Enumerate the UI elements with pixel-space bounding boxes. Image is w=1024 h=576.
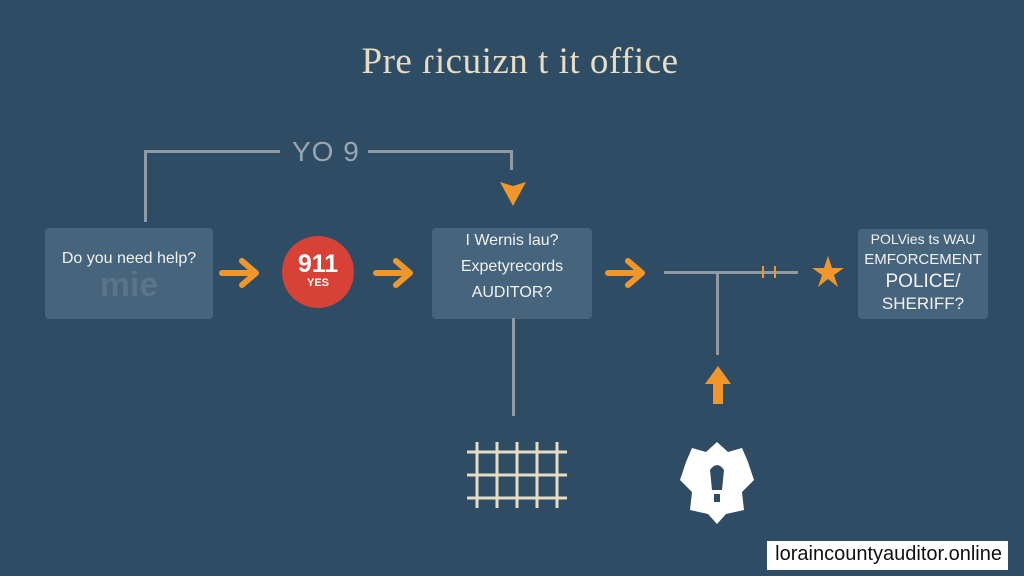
emergency-911-badge: 911 YES (282, 236, 354, 308)
law-enforcement-box: POLVies ts WAU EMFORCEMENT POLICE/ SHERI… (858, 229, 988, 319)
auditor-line2: Expetyrecords (460, 258, 564, 275)
diagram-title: Pre ɾicuizn t it office (361, 41, 679, 82)
arrow-right-icon (219, 258, 259, 288)
loop-line-right (510, 150, 513, 170)
grid-icon (467, 442, 567, 508)
enforcement-line3: POLICE/ (885, 271, 961, 292)
loop-line-left (144, 150, 147, 222)
branch-line (664, 271, 798, 274)
auditor-box: I Wernis lau? Expetyrecords AUDITOR? (432, 228, 592, 319)
loop-label: YO 9 (292, 136, 360, 167)
shield-icon (680, 442, 754, 524)
emergency-label: YES (306, 277, 329, 289)
branch-down-line (716, 271, 719, 355)
enforcement-line4: SHERIFF? (881, 294, 965, 313)
loop-line-top-right (368, 150, 512, 153)
arrow-down-icon (500, 182, 526, 206)
auditor-line3: AUDITOR? (471, 284, 553, 301)
start-box: Do you need help? mie (45, 228, 213, 319)
branch-tick (762, 266, 776, 278)
emergency-number: 911 (297, 250, 339, 278)
loop-line-top-left (144, 150, 280, 153)
arrow-right-icon (605, 258, 645, 288)
auditor-line1: I Wernis lau? (465, 232, 559, 249)
site-watermark: loraincountyauditor.online (767, 541, 1008, 570)
enforcement-line2: EMFORCEMENT (864, 251, 982, 268)
star-icon (812, 256, 844, 287)
enforcement-line1: POLVies ts WAU (870, 231, 976, 247)
arrow-up-icon (705, 366, 731, 404)
middle-down-line (512, 318, 515, 416)
start-question: Do you need help? (61, 250, 197, 267)
start-subtext: mie (99, 266, 159, 304)
arrow-right-icon (373, 258, 413, 288)
